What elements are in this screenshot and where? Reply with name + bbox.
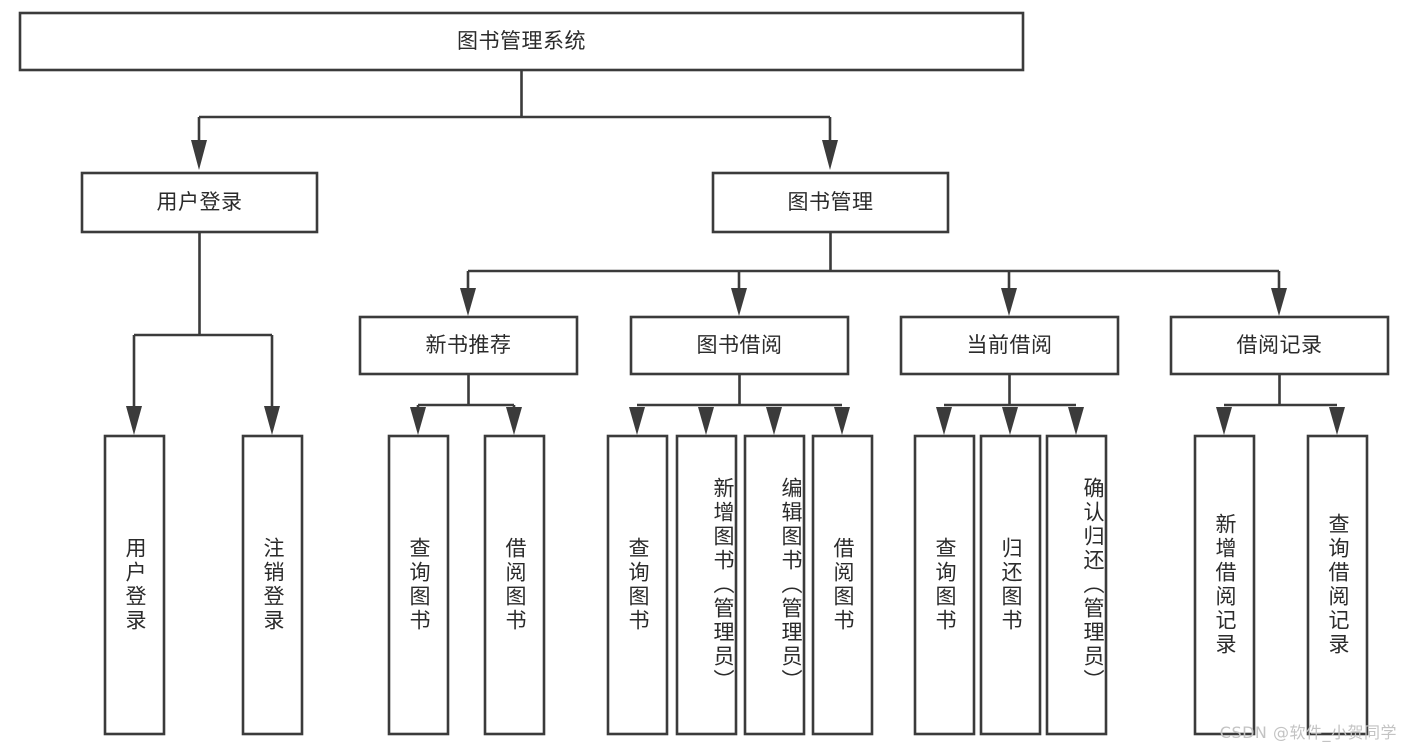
leaf-box-borrow-book-1[interactable] [483, 434, 546, 736]
arrow-head-user-login [191, 140, 207, 170]
arrow-head-bb-leaf-1 [629, 407, 645, 435]
arrow-head-book-manage [822, 140, 838, 170]
leaf-box-query-book-2[interactable] [606, 434, 669, 736]
arrow-head-leaf-user-login [126, 406, 142, 435]
arrow-head-nb-leaf-2 [506, 407, 522, 435]
leaf-box-borrow-book-2[interactable] [811, 434, 874, 736]
node-new-book-recommend[interactable] [358, 315, 579, 376]
node-borrow-record[interactable] [1169, 315, 1390, 376]
arrow-head-current-borrow [1001, 288, 1017, 316]
leaf-box-edit-book-admin[interactable] [743, 434, 806, 736]
arrow-head-leaf-logout [264, 406, 280, 435]
arrow-head-new-book [460, 288, 476, 316]
node-book-manage[interactable] [711, 171, 950, 234]
arrow-head-nb-leaf-1 [410, 407, 426, 435]
arrow-head-bb-leaf-3 [766, 407, 782, 435]
leaf-box-confirm-return-admin[interactable] [1045, 434, 1108, 736]
leaf-box-query-borrow-record[interactable] [1306, 434, 1369, 736]
arrow-head-bb-leaf-4 [834, 407, 850, 435]
arrow-head-borrow-record [1271, 288, 1287, 316]
node-current-borrow[interactable] [899, 315, 1120, 376]
leaf-box-user-login[interactable] [103, 434, 166, 736]
arrow-head-bb-leaf-2 [698, 407, 714, 435]
node-root-system[interactable] [18, 11, 1025, 72]
leaf-box-query-book-3[interactable] [913, 434, 976, 736]
leaf-box-add-borrow-record[interactable] [1193, 434, 1256, 736]
leaf-box-return-book[interactable] [979, 434, 1042, 736]
arrow-head-br-leaf-1 [1216, 407, 1232, 435]
leaf-box-query-book-1[interactable] [387, 434, 450, 736]
watermark-label: CSDN @软件_小贺同学 [1219, 723, 1397, 742]
arrow-head-cb-leaf-2 [1002, 407, 1018, 435]
leaf-box-logout[interactable] [241, 434, 304, 736]
arrow-head-br-leaf-2 [1329, 407, 1345, 435]
arrow-head-cb-leaf-1 [936, 407, 952, 435]
node-book-borrow[interactable] [629, 315, 850, 376]
node-user-login[interactable] [80, 171, 319, 234]
arrow-head-cb-leaf-3 [1068, 407, 1084, 435]
leaf-box-add-book-admin[interactable] [675, 434, 738, 736]
arrow-head-book-borrow [731, 288, 747, 316]
